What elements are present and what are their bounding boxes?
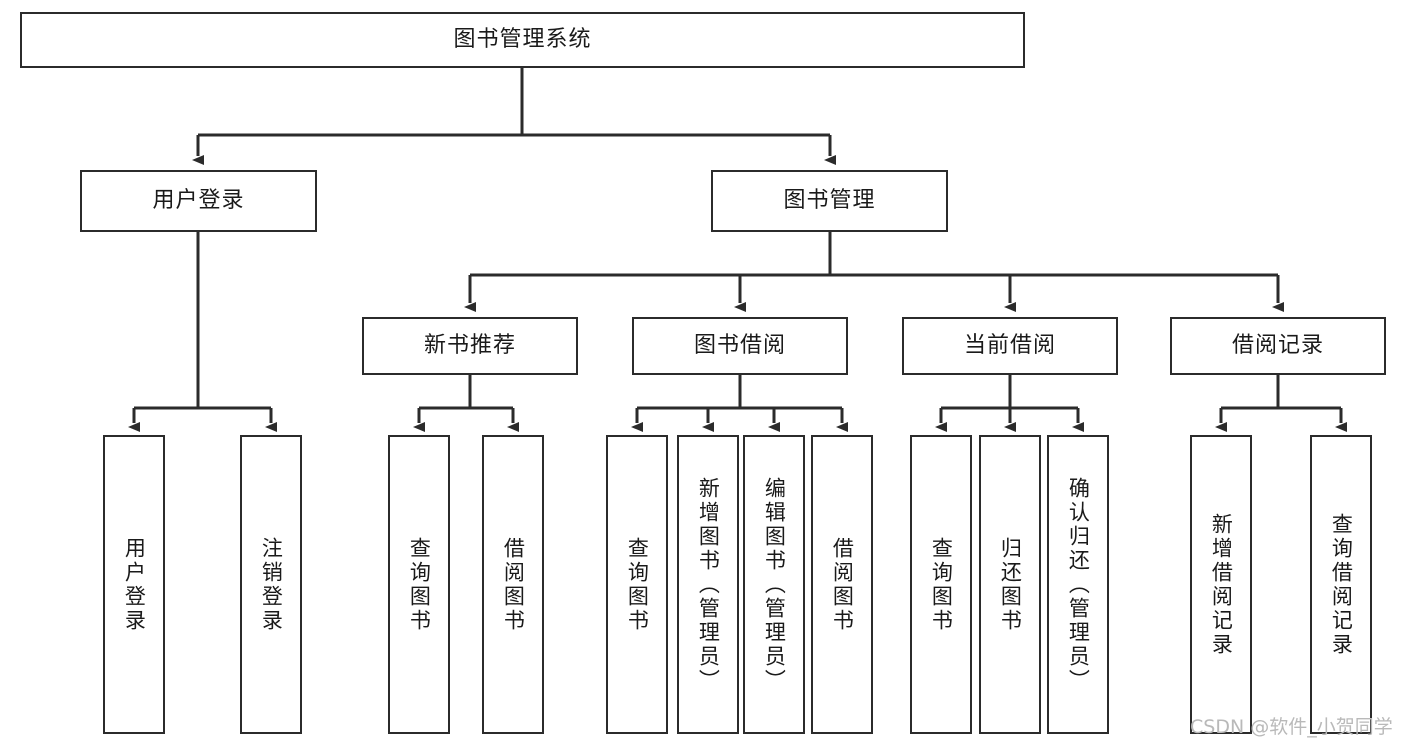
leaf-edit-book-label: 编辑图书（管理员） [762,476,787,693]
node-book-borrow[interactable]: 图书借阅 [632,317,848,375]
node-user-login[interactable]: 用户登录 [80,170,317,232]
book-manage-connectors [464,232,1284,312]
leaf-query-record-label: 查询借阅记录 [1329,512,1354,657]
borrow-record-connectors [1215,375,1347,432]
leaf-logout-login[interactable]: 注销登录 [240,435,302,734]
node-book-manage[interactable]: 图书管理 [711,170,948,232]
leaf-confirm-return[interactable]: 确认归还（管理员） [1047,435,1109,734]
leaf-borrow-book-2-label: 借阅图书 [830,536,855,633]
node-borrow-record[interactable]: 借阅记录 [1170,317,1386,375]
node-book-borrow-label: 图书借阅 [693,332,786,358]
node-root[interactable]: 图书管理系统 [20,12,1025,68]
leaf-user-login-label: 用户登录 [122,536,147,633]
leaf-query-book-1[interactable]: 查询图书 [388,435,450,734]
leaf-add-book[interactable]: 新增图书（管理员） [677,435,739,734]
leaf-return-book-label: 归还图书 [998,536,1023,633]
new-book-recommend-connectors [413,375,519,432]
user-login-connectors [128,232,277,432]
leaf-query-book-3[interactable]: 查询图书 [910,435,972,734]
node-borrow-record-label: 借阅记录 [1231,332,1324,358]
leaf-user-login[interactable]: 用户登录 [103,435,165,734]
node-current-borrow[interactable]: 当前借阅 [902,317,1118,375]
leaf-add-record-label: 新增借阅记录 [1209,512,1234,657]
node-new-book-recommend[interactable]: 新书推荐 [362,317,578,375]
current-borrow-connectors [935,375,1084,432]
leaf-query-book-2[interactable]: 查询图书 [606,435,668,734]
leaf-logout-login-label: 注销登录 [259,536,284,633]
book-borrow-connectors [631,375,848,432]
leaf-query-book-2-label: 查询图书 [625,536,650,633]
node-book-manage-label: 图书管理 [783,187,876,213]
leaf-return-book[interactable]: 归还图书 [979,435,1041,734]
watermark: CSDN @软件_小贺同学 [1190,716,1393,738]
node-user-login-label: 用户登录 [152,187,245,213]
leaf-confirm-return-label: 确认归还（管理员） [1066,476,1091,693]
node-new-book-recommend-label: 新书推荐 [423,332,516,358]
leaf-borrow-book-2[interactable]: 借阅图书 [811,435,873,734]
leaf-query-book-3-label: 查询图书 [929,536,954,633]
root-connectors [192,68,836,165]
leaf-add-record[interactable]: 新增借阅记录 [1190,435,1252,734]
node-current-borrow-label: 当前借阅 [963,332,1056,358]
leaf-query-book-1-label: 查询图书 [407,536,432,633]
leaf-query-record[interactable]: 查询借阅记录 [1310,435,1372,734]
leaf-borrow-book-1-label: 借阅图书 [501,536,526,633]
node-root-label: 图书管理系统 [453,26,592,52]
leaf-edit-book[interactable]: 编辑图书（管理员） [743,435,805,734]
leaf-borrow-book-1[interactable]: 借阅图书 [482,435,544,734]
leaf-add-book-label: 新增图书（管理员） [696,476,721,693]
